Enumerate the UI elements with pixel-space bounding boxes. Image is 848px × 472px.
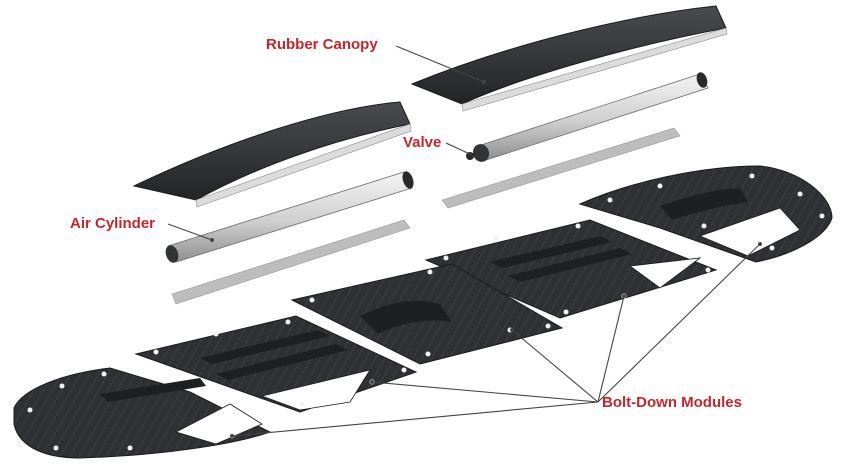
label-rubber-canopy: Rubber Canopy: [266, 36, 378, 53]
rubber-strip-left: [171, 219, 411, 305]
bolt-down-module-4: [134, 315, 418, 413]
bolt-holes: [607, 173, 825, 251]
bolt-down-module-3: [290, 263, 564, 365]
label-valve: Valve: [403, 134, 442, 151]
rubber-canopy-left: [132, 101, 412, 208]
valve-icon: [466, 152, 474, 160]
label-bolt-down-modules: Bolt-Down Modules: [602, 394, 742, 411]
air-cylinder-left: [165, 171, 414, 263]
leader-end-dots: [210, 80, 762, 438]
bolt-down-module-end-left: [13, 367, 272, 459]
label-air-cylinder: Air Cylinder: [70, 215, 156, 232]
rubber-strip-right: [441, 127, 681, 209]
leader-lines: [167, 45, 761, 437]
bolt-down-module-2: [424, 219, 718, 319]
bolt-down-module-end-right: [578, 165, 833, 263]
air-cylinder-right: [466, 72, 709, 162]
rubber-canopy-right: [410, 5, 728, 112]
